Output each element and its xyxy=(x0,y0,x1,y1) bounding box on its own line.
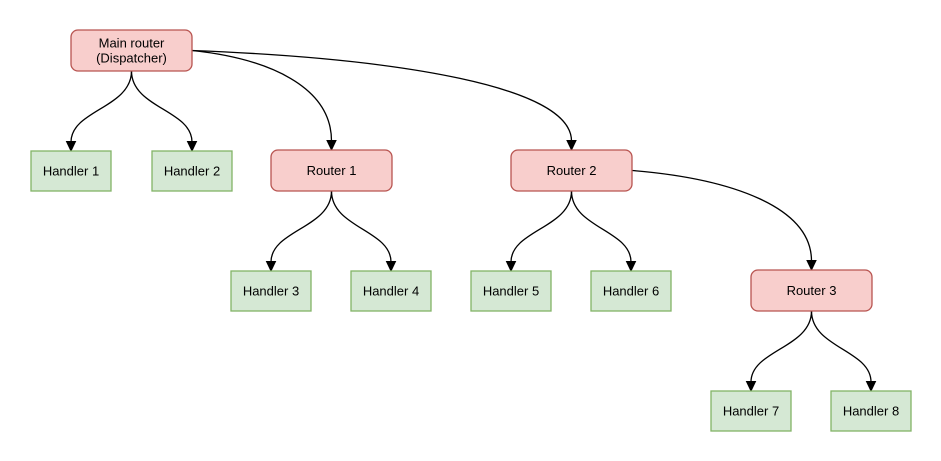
node-label: Router 1 xyxy=(307,163,357,178)
node-handler-4: Handler 4 xyxy=(350,270,432,312)
node-label: Handler 2 xyxy=(164,164,220,179)
node-label: Handler 5 xyxy=(483,284,539,299)
node-handler-5: Handler 5 xyxy=(470,270,552,312)
edge-router-2-to-router-3 xyxy=(631,169,817,272)
node-router-2: Router 2 xyxy=(510,149,633,192)
handler-box xyxy=(590,270,672,312)
edge-main-router-to-router-2 xyxy=(191,49,577,152)
edge-line xyxy=(270,190,333,263)
edge-router-2-to-handler-6 xyxy=(570,190,637,273)
router-box xyxy=(70,29,193,72)
arrowhead-icon xyxy=(566,140,577,152)
edge-line xyxy=(191,49,333,142)
router-box xyxy=(270,149,393,192)
arrowhead-icon xyxy=(326,140,337,152)
edge-main-router-to-handler-1 xyxy=(65,70,133,153)
edge-router-3-to-handler-7 xyxy=(745,310,813,393)
node-handler-7: Handler 7 xyxy=(710,390,792,432)
edge-router-1-to-handler-4 xyxy=(330,190,397,273)
arrowhead-icon xyxy=(505,261,517,273)
edge-router-2-to-handler-5 xyxy=(505,190,573,273)
edge-router-3-to-handler-8 xyxy=(810,310,877,393)
handler-box xyxy=(230,270,312,312)
handler-box xyxy=(350,270,432,312)
edge-line xyxy=(510,190,573,263)
node-main-router: Main router(Dispatcher) xyxy=(70,29,193,72)
edge-line xyxy=(130,70,193,143)
handler-box xyxy=(710,390,792,432)
router-box xyxy=(510,149,633,192)
edge-line xyxy=(570,190,632,263)
arrowhead-icon xyxy=(385,261,397,273)
edge-line xyxy=(750,310,813,383)
node-handler-6: Handler 6 xyxy=(590,270,672,312)
router-box xyxy=(750,269,873,312)
arrowhead-icon xyxy=(865,381,877,393)
edge-line xyxy=(330,190,392,263)
edge-main-router-to-router-1 xyxy=(191,49,337,152)
arrowhead-icon xyxy=(186,141,198,153)
node-label: Handler 1 xyxy=(43,164,99,179)
handler-box xyxy=(470,270,552,312)
node-label: Main router xyxy=(99,36,165,51)
handler-box xyxy=(830,390,912,432)
node-handler-2: Handler 2 xyxy=(151,150,233,192)
node-router-1: Router 1 xyxy=(270,149,393,192)
node-handler-3: Handler 3 xyxy=(230,270,312,312)
edge-main-router-to-handler-2 xyxy=(130,70,198,153)
node-label: Handler 4 xyxy=(363,284,419,299)
node-label: Router 3 xyxy=(787,283,837,298)
handler-box xyxy=(30,150,112,192)
node-handler-8: Handler 8 xyxy=(830,390,912,432)
arrowhead-icon xyxy=(265,261,277,273)
arrowhead-icon xyxy=(65,141,77,153)
node-label: Handler 3 xyxy=(243,284,299,299)
edge-router-1-to-handler-3 xyxy=(265,190,333,273)
edge-line xyxy=(810,310,872,383)
arrowhead-icon xyxy=(806,260,817,272)
arrowhead-icon xyxy=(745,381,757,393)
arrowhead-icon xyxy=(625,261,637,273)
node-label: Handler 7 xyxy=(723,404,779,419)
node-label: Handler 6 xyxy=(603,284,659,299)
node-label: Router 2 xyxy=(547,163,597,178)
node-label: (Dispatcher) xyxy=(96,51,167,66)
node-label: Handler 8 xyxy=(843,404,899,419)
edge-line xyxy=(191,49,573,142)
edge-line xyxy=(70,70,133,143)
edge-line xyxy=(631,169,813,262)
handler-box xyxy=(151,150,233,192)
node-router-3: Router 3 xyxy=(750,269,873,312)
node-handler-1: Handler 1 xyxy=(30,150,112,192)
